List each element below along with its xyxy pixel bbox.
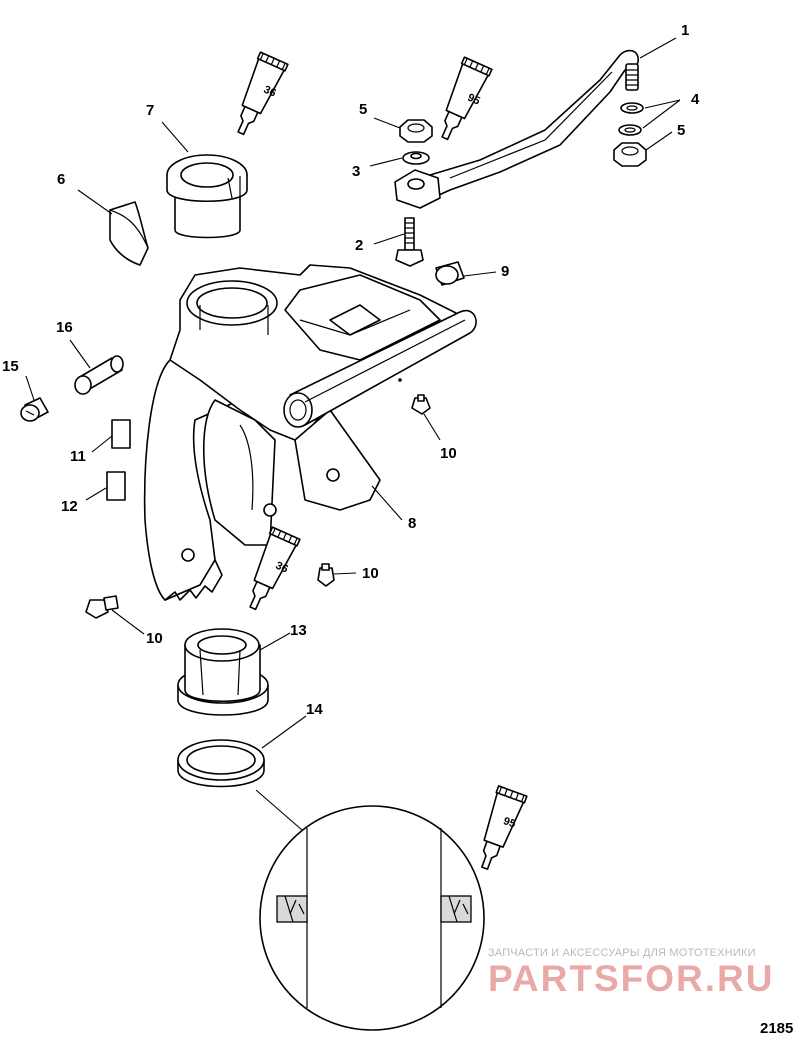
svg-text:95: 95 bbox=[502, 815, 518, 830]
decal-part-11 bbox=[111, 419, 131, 449]
callout-labels: 1 5 3 2 4 5 7 6 9 16 15 10 11 12 8 10 10… bbox=[2, 22, 700, 718]
washers-part-4 bbox=[618, 102, 644, 136]
svg-text:36: 36 bbox=[274, 560, 290, 576]
pin-part-16 bbox=[74, 355, 124, 395]
callout-6: 6 bbox=[57, 171, 65, 188]
callout-12: 12 bbox=[61, 498, 78, 515]
swivel-bracket-part-8 bbox=[143, 264, 477, 601]
decal-part-12 bbox=[106, 471, 126, 501]
callout-2: 2 bbox=[355, 237, 363, 254]
seal-detail-view bbox=[259, 805, 485, 1031]
callout-13: 13 bbox=[290, 622, 307, 639]
callout-4: 4 bbox=[691, 91, 700, 108]
svg-text:36: 36 bbox=[262, 84, 278, 100]
steering-arm-part-1 bbox=[394, 49, 639, 209]
lower-bushing-part-13 bbox=[177, 628, 269, 716]
callout-10-mid: 10 bbox=[362, 565, 379, 582]
seal-part-14 bbox=[177, 739, 265, 788]
screw-part-2 bbox=[395, 217, 424, 267]
callout-1: 1 bbox=[681, 22, 689, 39]
callout-3: 3 bbox=[352, 163, 360, 180]
callout-10-left: 10 bbox=[146, 630, 163, 647]
callout-11: 11 bbox=[70, 448, 86, 465]
sealant-tube-95-top: 95 bbox=[430, 56, 493, 146]
grease-fitting-part-10-a bbox=[411, 394, 431, 415]
washer-part-3 bbox=[402, 151, 430, 165]
callout-16: 16 bbox=[56, 319, 73, 336]
callout-8: 8 bbox=[408, 515, 416, 532]
figure-number: 2185 bbox=[760, 1020, 794, 1037]
bushing-part-9 bbox=[435, 261, 465, 286]
watermark-tagline: ЗАПЧАСТИ И АКСЕССУАРЫ ДЛЯ МОТОТЕХНИКИ bbox=[488, 947, 756, 959]
sealant-tube-36-top: 36 bbox=[226, 51, 289, 141]
sealant-tube-36-bottom: 36 bbox=[238, 526, 301, 616]
callout-7: 7 bbox=[146, 102, 154, 119]
grease-fitting-part-10-c bbox=[85, 595, 119, 619]
callout-5-right: 5 bbox=[677, 122, 685, 139]
callout-10-right: 10 bbox=[440, 445, 457, 462]
nut-part-5-right bbox=[613, 142, 647, 167]
screw-part-15 bbox=[20, 397, 49, 422]
watermark-logo: PARTSFOR.RU bbox=[488, 958, 775, 999]
sealant-tube-95-detail: 95 bbox=[469, 785, 528, 875]
nut-part-5-top bbox=[399, 119, 433, 143]
svg-text:95: 95 bbox=[466, 92, 482, 108]
upper-bushing-part-7 bbox=[166, 154, 248, 239]
leader-lines bbox=[25, 37, 681, 831]
grease-fitting-part-10-b bbox=[317, 563, 335, 587]
callout-15: 15 bbox=[2, 358, 19, 375]
callout-14: 14 bbox=[306, 701, 323, 718]
callout-5-top: 5 bbox=[359, 101, 367, 118]
pad-part-6 bbox=[109, 201, 149, 266]
callout-9: 9 bbox=[501, 263, 509, 280]
